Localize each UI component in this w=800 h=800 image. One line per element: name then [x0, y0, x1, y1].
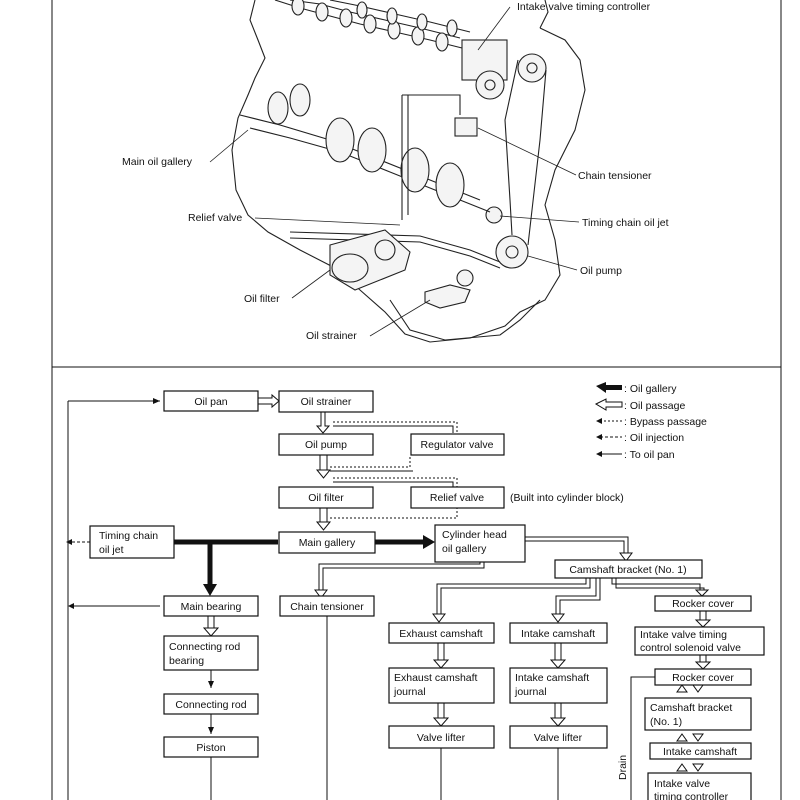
box-main-gallery: Main gallery — [278, 531, 376, 554]
legend-to-oil-pan: : To oil pan — [624, 449, 675, 461]
label-oil-pump: Oil pump — [580, 265, 622, 277]
box-intake-camshaft-label: Intake camshaft — [521, 628, 595, 640]
label-oil-strainer: Oil strainer — [306, 330, 357, 342]
box-rocker-cover-2: Rocker cover — [654, 668, 752, 686]
label-oil-filter: Oil filter — [244, 293, 280, 305]
box-oil-pan-label: Oil pan — [194, 396, 227, 408]
box-exhaust-camshaft-journal: Exhaust camshaft journal — [388, 667, 495, 704]
box-oil-filter: Oil filter — [278, 486, 374, 509]
label-main-oil-gallery: Main oil gallery — [122, 156, 193, 168]
box-valve-lifter-exhaust-label: Valve lifter — [417, 732, 466, 744]
box-timing-chain-oil-jet-line2: oil jet — [99, 544, 124, 556]
box-ivtc-solenoid-line2: control solenoid valve — [640, 642, 741, 654]
box-intake-camshaft-2: Intake camshaft — [649, 742, 752, 760]
box-rocker-cover-label: Rocker cover — [672, 598, 734, 610]
box-piston-label: Piston — [196, 742, 225, 754]
box-intake-valve-timing-controller: Intake valve timing controller — [647, 772, 752, 800]
box-camshaft-bracket-b-line2: (No. 1) — [650, 716, 682, 728]
legend-oil-injection: : Oil injection — [624, 432, 684, 444]
box-connecting-rod: Connecting rod — [163, 693, 259, 715]
box-cylinder-head-oil-gallery: Cylinder head oil gallery — [434, 524, 526, 563]
built-into-block-note: (Built into cylinder block) — [510, 492, 624, 504]
box-oil-pump-label: Oil pump — [305, 439, 347, 451]
box-relief-valve: Relief valve — [410, 486, 505, 509]
label-timing-chain-oil-jet: Timing chain oil jet — [582, 217, 669, 229]
box-valve-lifter-intake-label: Valve lifter — [534, 732, 583, 744]
illustration-leaders — [209, 6, 580, 337]
label-intake-valve-timing-controller: Intake valve timing controller — [517, 1, 651, 13]
legend-oil-injection-symbol — [596, 434, 622, 440]
figure-frame — [51, 0, 782, 800]
box-connecting-rod-bearing: Connecting rod bearing — [163, 635, 259, 671]
box-ivtc-line2: timing controller — [654, 791, 729, 800]
box-camshaft-bracket-b-line1: Camshaft bracket — [650, 702, 732, 714]
box-rocker-cover: Rocker cover — [654, 595, 752, 612]
box-oil-strainer-label: Oil strainer — [301, 396, 352, 408]
drain-label: Drain — [617, 755, 629, 780]
flow-boxes: Oil pan Oil strainer Oil pump Regulator … — [89, 390, 765, 800]
box-chain-tensioner-label: Chain tensioner — [290, 601, 364, 613]
box-rocker-cover-2-label: Rocker cover — [672, 672, 734, 684]
box-intake-journal-line1: Intake camshaft — [515, 672, 589, 684]
box-conn-rod-bearing-line1: Connecting rod — [169, 641, 240, 653]
legend-oil-passage-symbol — [594, 398, 623, 411]
box-timing-chain-oil-jet: Timing chain oil jet — [89, 525, 175, 559]
box-camshaft-bracket-no1: Camshaft bracket (No. 1) — [554, 559, 703, 579]
box-ivtc-solenoid-line1: Intake valve timing — [640, 629, 727, 641]
box-exhaust-journal-line1: Exhaust camshaft — [394, 672, 478, 684]
box-valve-lifter-intake: Valve lifter — [509, 725, 608, 749]
box-intake-camshaft: Intake camshaft — [509, 622, 608, 644]
legend-bypass-passage: : Bypass passage — [624, 416, 707, 428]
box-oil-pan: Oil pan — [163, 390, 259, 412]
legend-to-oil-pan-symbol — [596, 451, 622, 457]
box-valve-lifter-exhaust: Valve lifter — [388, 725, 495, 749]
box-chain-tensioner: Chain tensioner — [279, 595, 375, 617]
legend-oil-gallery: : Oil gallery — [624, 383, 677, 395]
box-piston: Piston — [163, 736, 259, 758]
box-conn-rod-bearing-line2: bearing — [169, 655, 204, 667]
box-intake-journal-line2: journal — [514, 686, 547, 698]
box-exhaust-camshaft: Exhaust camshaft — [388, 622, 495, 644]
box-timing-chain-oil-jet-line1: Timing chain — [99, 530, 158, 542]
box-intake-camshaft-2-label: Intake camshaft — [663, 746, 737, 758]
legend: : Oil gallery : Oil passage : Bypass pas… — [594, 382, 707, 461]
box-exhaust-journal-line2: journal — [393, 686, 426, 698]
box-ivtc-line1: Intake valve — [654, 778, 710, 790]
box-camshaft-bracket-label: Camshaft bracket (No. 1) — [569, 564, 686, 576]
box-camshaft-bracket-no1-b: Camshaft bracket (No. 1) — [644, 697, 752, 731]
box-cylinder-head-line1: Cylinder head — [442, 529, 507, 541]
flow-connectors — [66, 393, 712, 800]
box-exhaust-camshaft-label: Exhaust camshaft — [399, 628, 483, 640]
box-oil-pump: Oil pump — [278, 433, 374, 456]
box-cylinder-head-line2: oil gallery — [442, 543, 487, 555]
illustration-labels: Intake valve timing controller Main oil … — [122, 1, 669, 342]
label-relief-valve: Relief valve — [188, 212, 242, 224]
box-intake-camshaft-journal: Intake camshaft journal — [509, 667, 608, 704]
box-main-bearing-label: Main bearing — [181, 601, 242, 613]
legend-oil-passage: : Oil passage — [624, 400, 685, 412]
legend-oil-gallery-symbol — [596, 382, 622, 393]
box-ivtc-solenoid-valve: Intake valve timing control solenoid val… — [634, 626, 765, 656]
box-regulator-valve-label: Regulator valve — [421, 439, 494, 451]
box-regulator-valve: Regulator valve — [410, 433, 505, 456]
label-chain-tensioner: Chain tensioner — [578, 170, 652, 182]
box-relief-valve-label: Relief valve — [430, 492, 484, 504]
box-oil-strainer: Oil strainer — [278, 390, 374, 413]
box-main-bearing: Main bearing — [163, 595, 259, 617]
box-oil-filter-label: Oil filter — [308, 492, 344, 504]
engine-illustration — [231, 0, 586, 343]
box-main-gallery-label: Main gallery — [299, 537, 356, 549]
legend-bypass-symbol — [596, 418, 622, 424]
box-connecting-rod-label: Connecting rod — [175, 699, 246, 711]
